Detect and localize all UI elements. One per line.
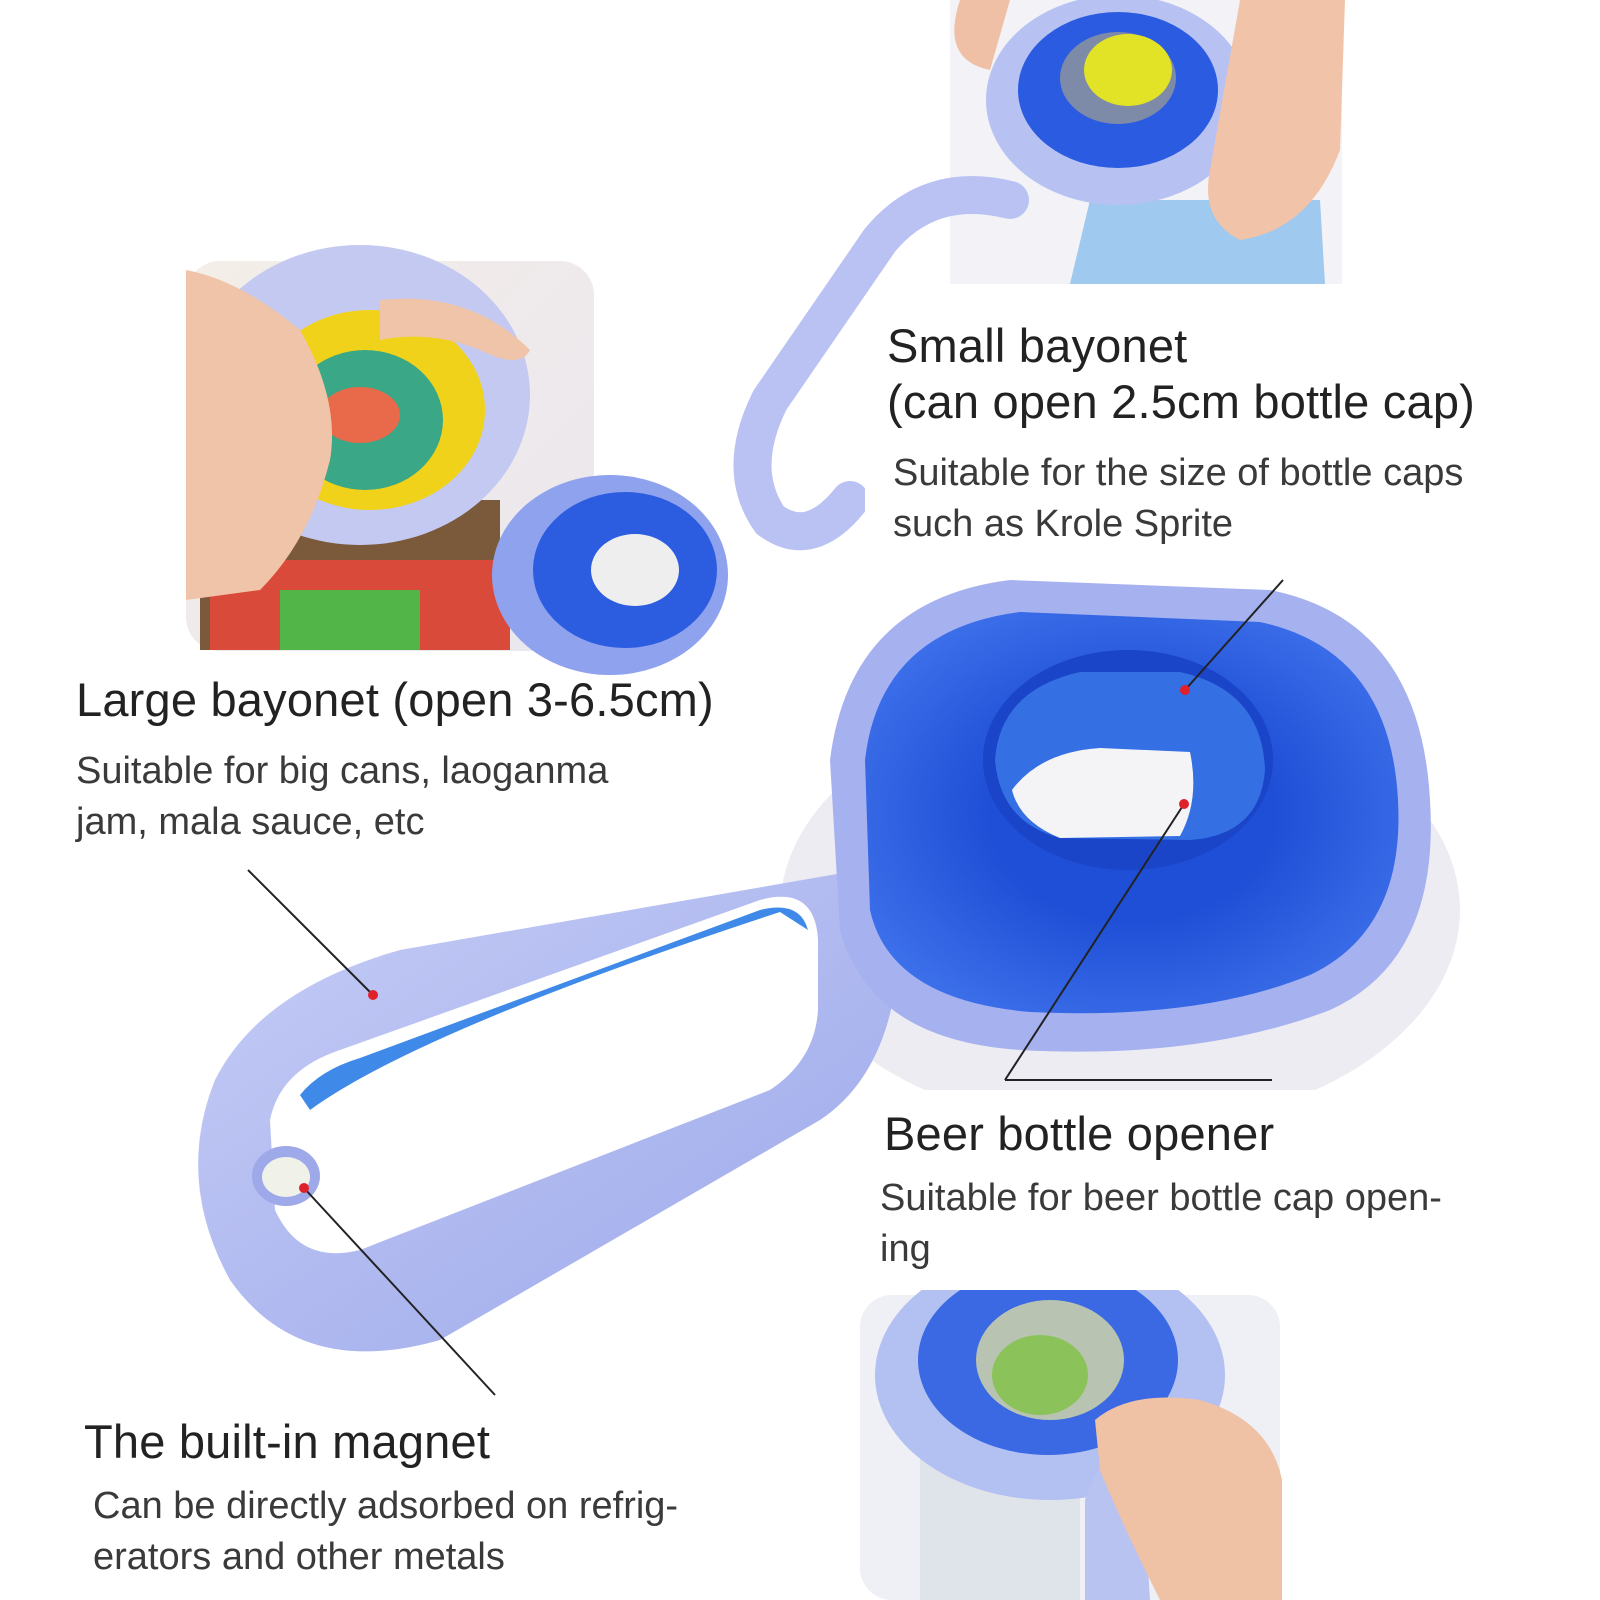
small-bayonet-desc-line2: such as Krole Sprite [893,503,1234,545]
large-bayonet-desc-line2: jam, mala sauce, etc [76,801,425,843]
callout-small-bayonet: Small bayonet (can open 2.5cm bottle cap… [865,308,1570,558]
small-bayonet-title-line2: (can open 2.5cm bottle cap) [887,375,1476,428]
marker-dots [299,685,1190,1193]
beer-opener-desc-line1: Suitable for beer bottle cap open- [880,1177,1442,1219]
beer-opener-desc-line2: ing [880,1228,931,1270]
small-bayonet-desc-line1: Suitable for the size of bottle caps [893,452,1464,494]
photo-large-bayonet [186,245,728,675]
small-bayonet-title-line1: Small bayonet [887,319,1188,372]
magnet-desc-line1: Can be directly adsorbed on refrig- [93,1485,679,1527]
callout-magnet: The built-in magnet Can be directly adso… [60,1398,810,1600]
large-bayonet-title: Large bayonet (open 3-6.5cm) [76,673,714,726]
marker-dot-large-bayonet [368,990,378,1000]
marker-dot-beer-opener [1179,799,1189,809]
callout-large-bayonet: Large bayonet (open 3-6.5cm) Suitable fo… [60,666,820,861]
leader-lines [247,579,1284,1396]
marker-dot-magnet [299,1183,309,1193]
large-bayonet-desc-line1: Suitable for big cans, laoganma [76,750,609,792]
beer-opener-title: Beer bottle opener [884,1107,1275,1160]
magnet-title: The built-in magnet [84,1415,491,1468]
callout-beer-opener: Beer bottle opener Suitable for beer bot… [856,1090,1556,1290]
opener-main [198,580,1460,1352]
magnet-desc-line2: erators and other metals [93,1536,505,1578]
photo-beer-opener [860,1250,1282,1600]
marker-dot-small-bayonet [1180,685,1190,695]
photo-small-bayonet [733,0,1345,551]
